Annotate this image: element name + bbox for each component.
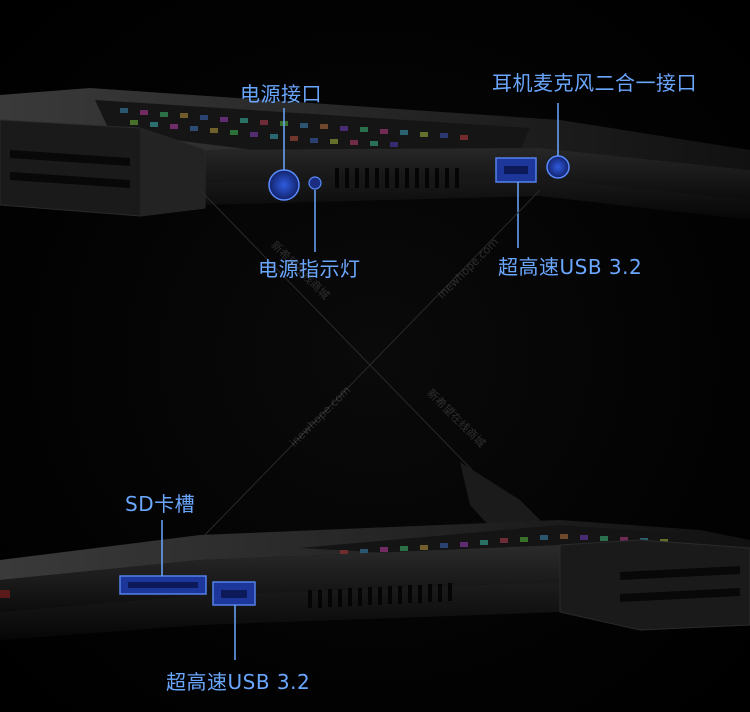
power-port-label: 电源接口	[240, 82, 322, 106]
bottom-vents	[308, 583, 452, 608]
power-indicator-highlight	[308, 176, 322, 190]
top-keyboard-keys	[120, 108, 468, 147]
usb-top-label: 超高速USB 3.2	[498, 255, 643, 279]
sd-slot-label: SD卡槽	[125, 492, 196, 516]
top-vents	[335, 168, 459, 188]
usb-bottom-label: 超高速USB 3.2	[166, 670, 311, 694]
power-indicator-label: 电源指示灯	[258, 257, 361, 281]
bottom-laptop	[0, 462, 750, 660]
headset-jack-highlight	[546, 155, 570, 179]
headset-jack-label: 耳机麦克风二合一接口	[492, 71, 697, 95]
top-laptop	[0, 88, 750, 252]
power-port-highlight	[268, 169, 300, 201]
